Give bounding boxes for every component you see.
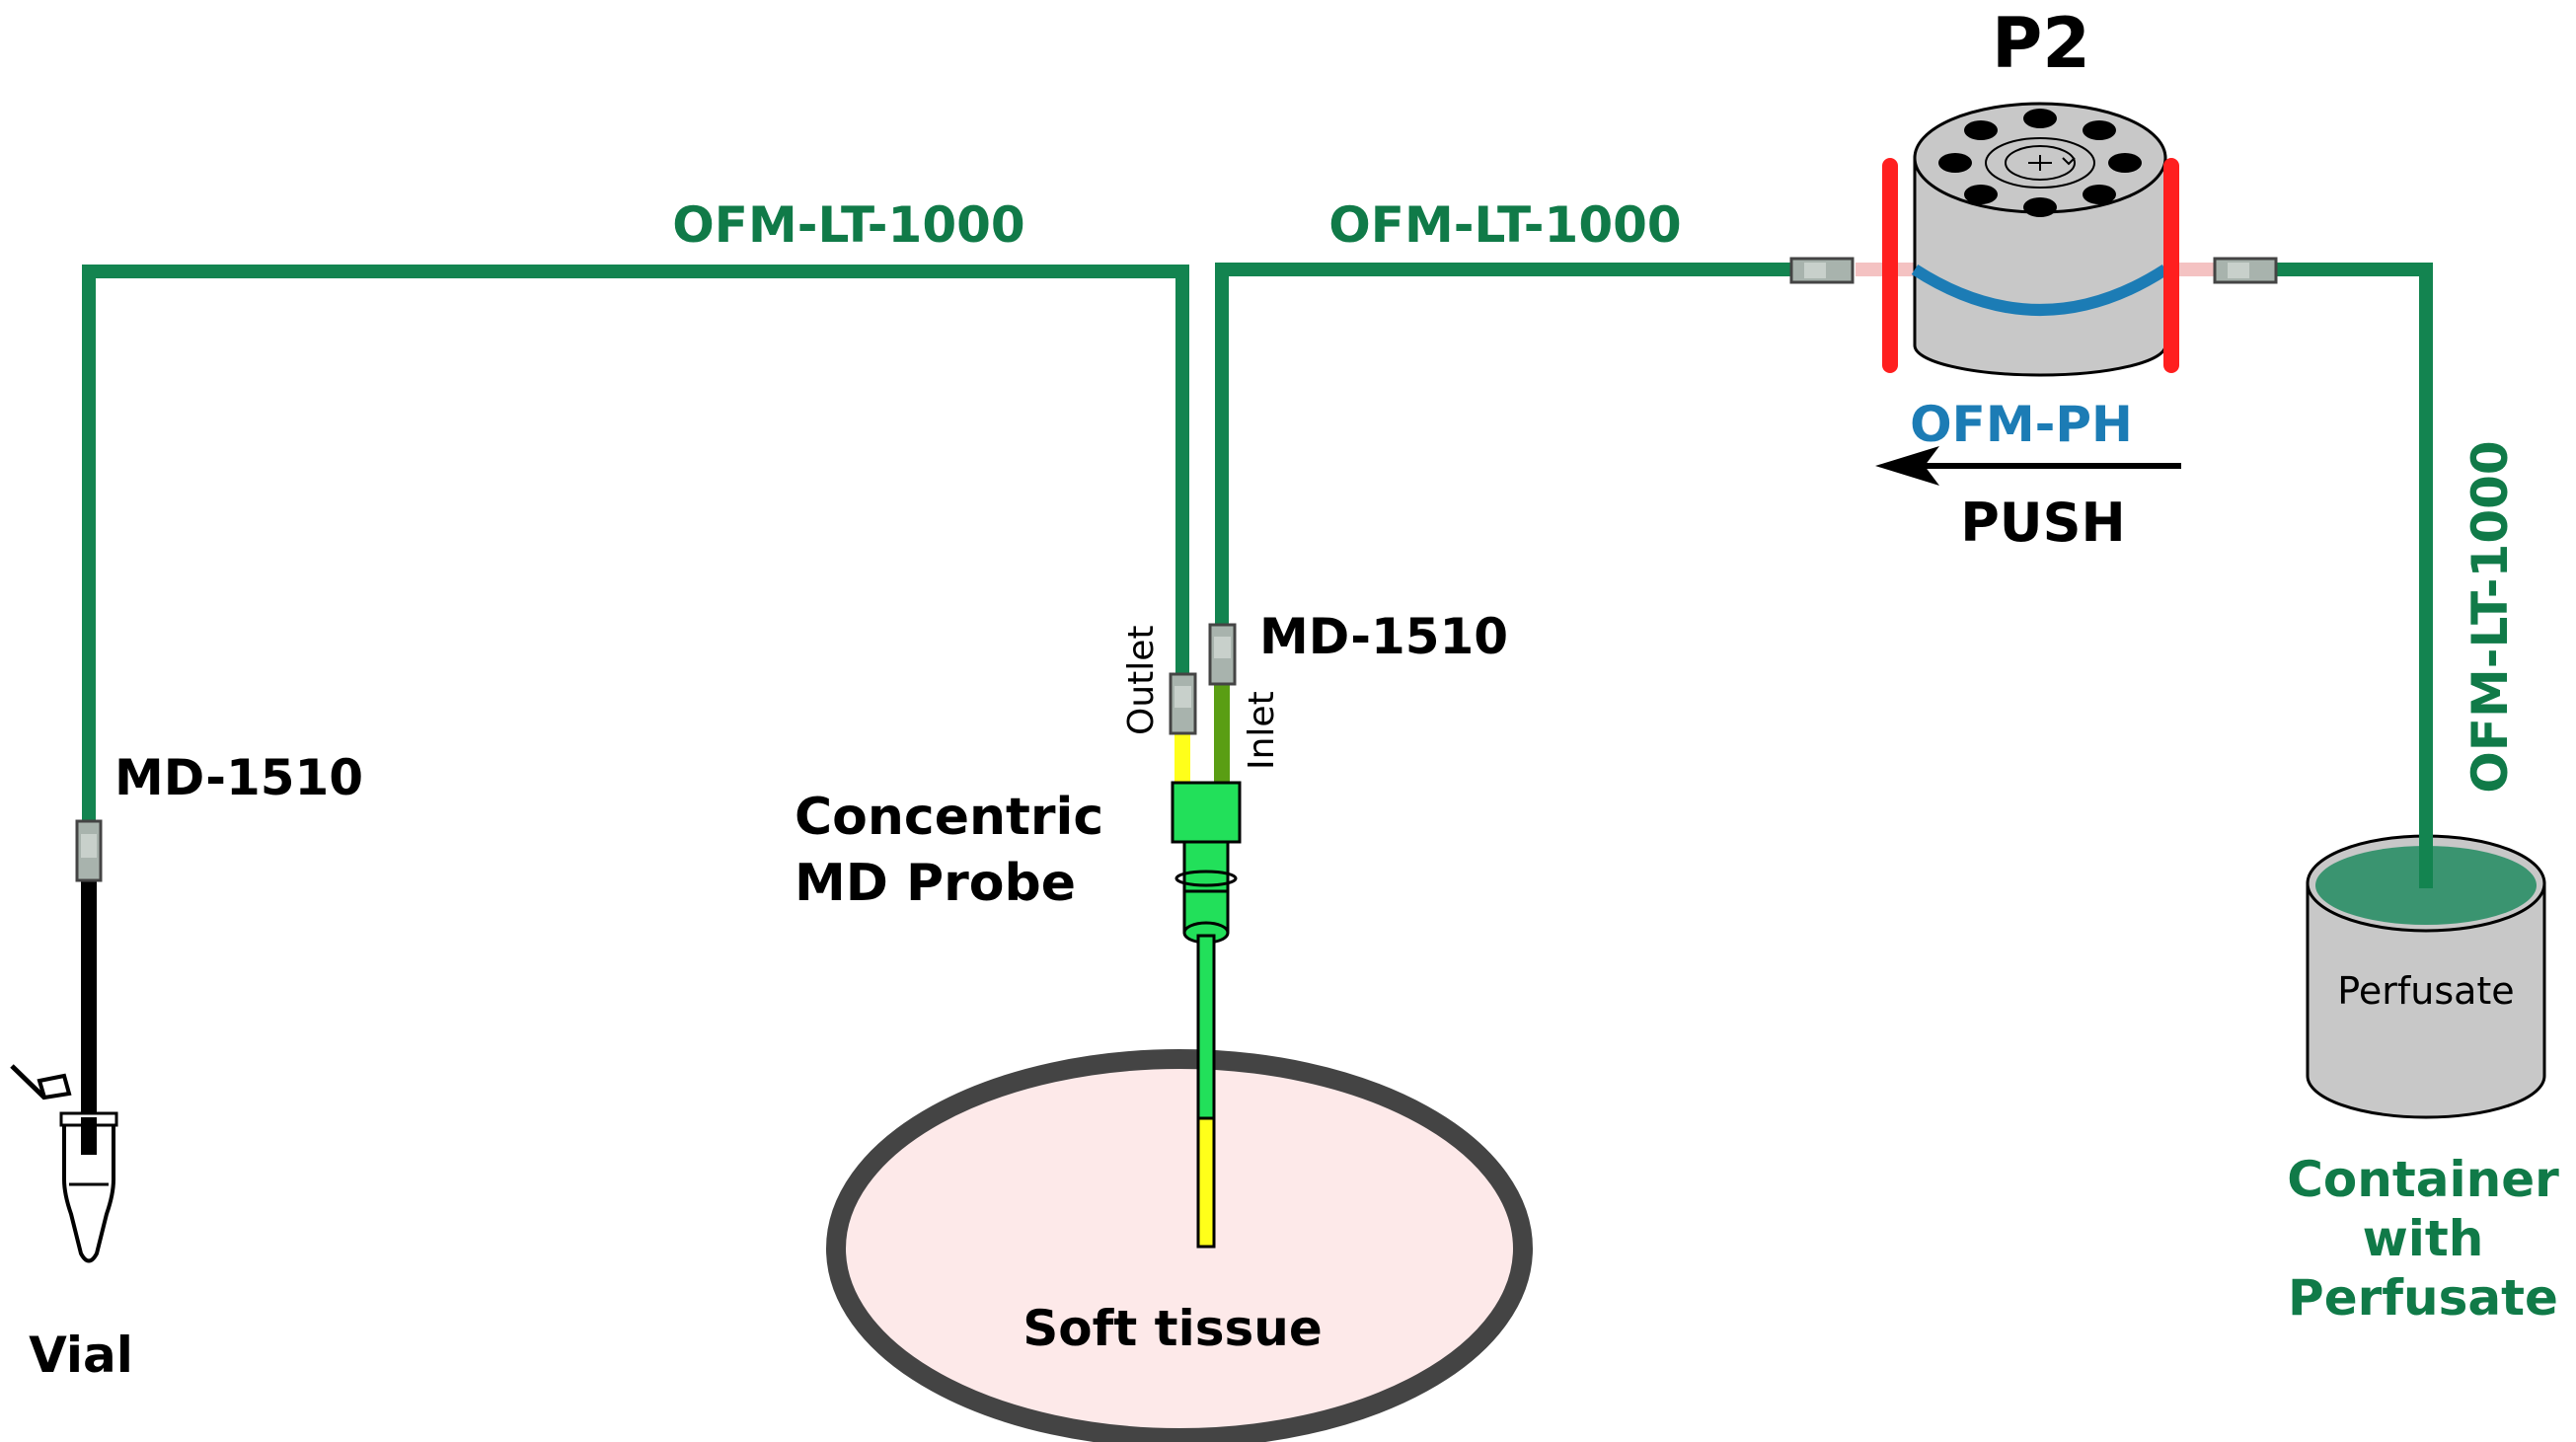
pump-head-tube: [1911, 264, 2169, 316]
pump-head-label: OFM-PH: [1910, 396, 2133, 453]
vial-label: Vial: [29, 1327, 133, 1384]
pump-name: P2: [1992, 3, 2090, 84]
direction-label: PUSH: [1960, 492, 2126, 554]
tube-top-middle-label: OFM-LT-1000: [1328, 196, 1681, 254]
vial-icon: [10, 1064, 118, 1263]
rotation-plus-icon: [1985, 137, 2095, 189]
left-arrow-icon: [1875, 446, 2181, 486]
md-left-label: MD-1510: [114, 749, 363, 806]
clamp-right: [2163, 158, 2179, 373]
tube-top-left-label: OFM-LT-1000: [672, 196, 1024, 254]
md-probe-icon: [1171, 781, 1242, 1249]
soft-tissue: [826, 1049, 1533, 1442]
tube-pump-to-inlet: [1215, 263, 1796, 632]
container-label-line3: Perfusate: [2288, 1269, 2558, 1327]
outlet-label: Outlet: [1121, 625, 1162, 735]
tissue-label: Soft tissue: [1023, 1300, 1323, 1357]
tube-outlet-to-vial: [82, 265, 1189, 829]
md-probe-label: MD-1510: [1259, 608, 1508, 665]
pump-body: [1913, 102, 2167, 377]
clamp-left: [1882, 158, 1898, 373]
tube-right-vertical-label: OFM-LT-1000: [2462, 440, 2519, 793]
inlet-label: Inlet: [1242, 691, 1282, 770]
probe-label-line2: MD Probe: [795, 854, 1076, 913]
container-label-line1: Container: [2287, 1151, 2559, 1208]
container-label-line2: with: [2363, 1210, 2484, 1267]
tube-container-to-pump: [2270, 263, 2433, 888]
probe-label-line1: Concentric: [795, 788, 1103, 847]
perfusate-label: Perfusate: [2337, 969, 2514, 1013]
